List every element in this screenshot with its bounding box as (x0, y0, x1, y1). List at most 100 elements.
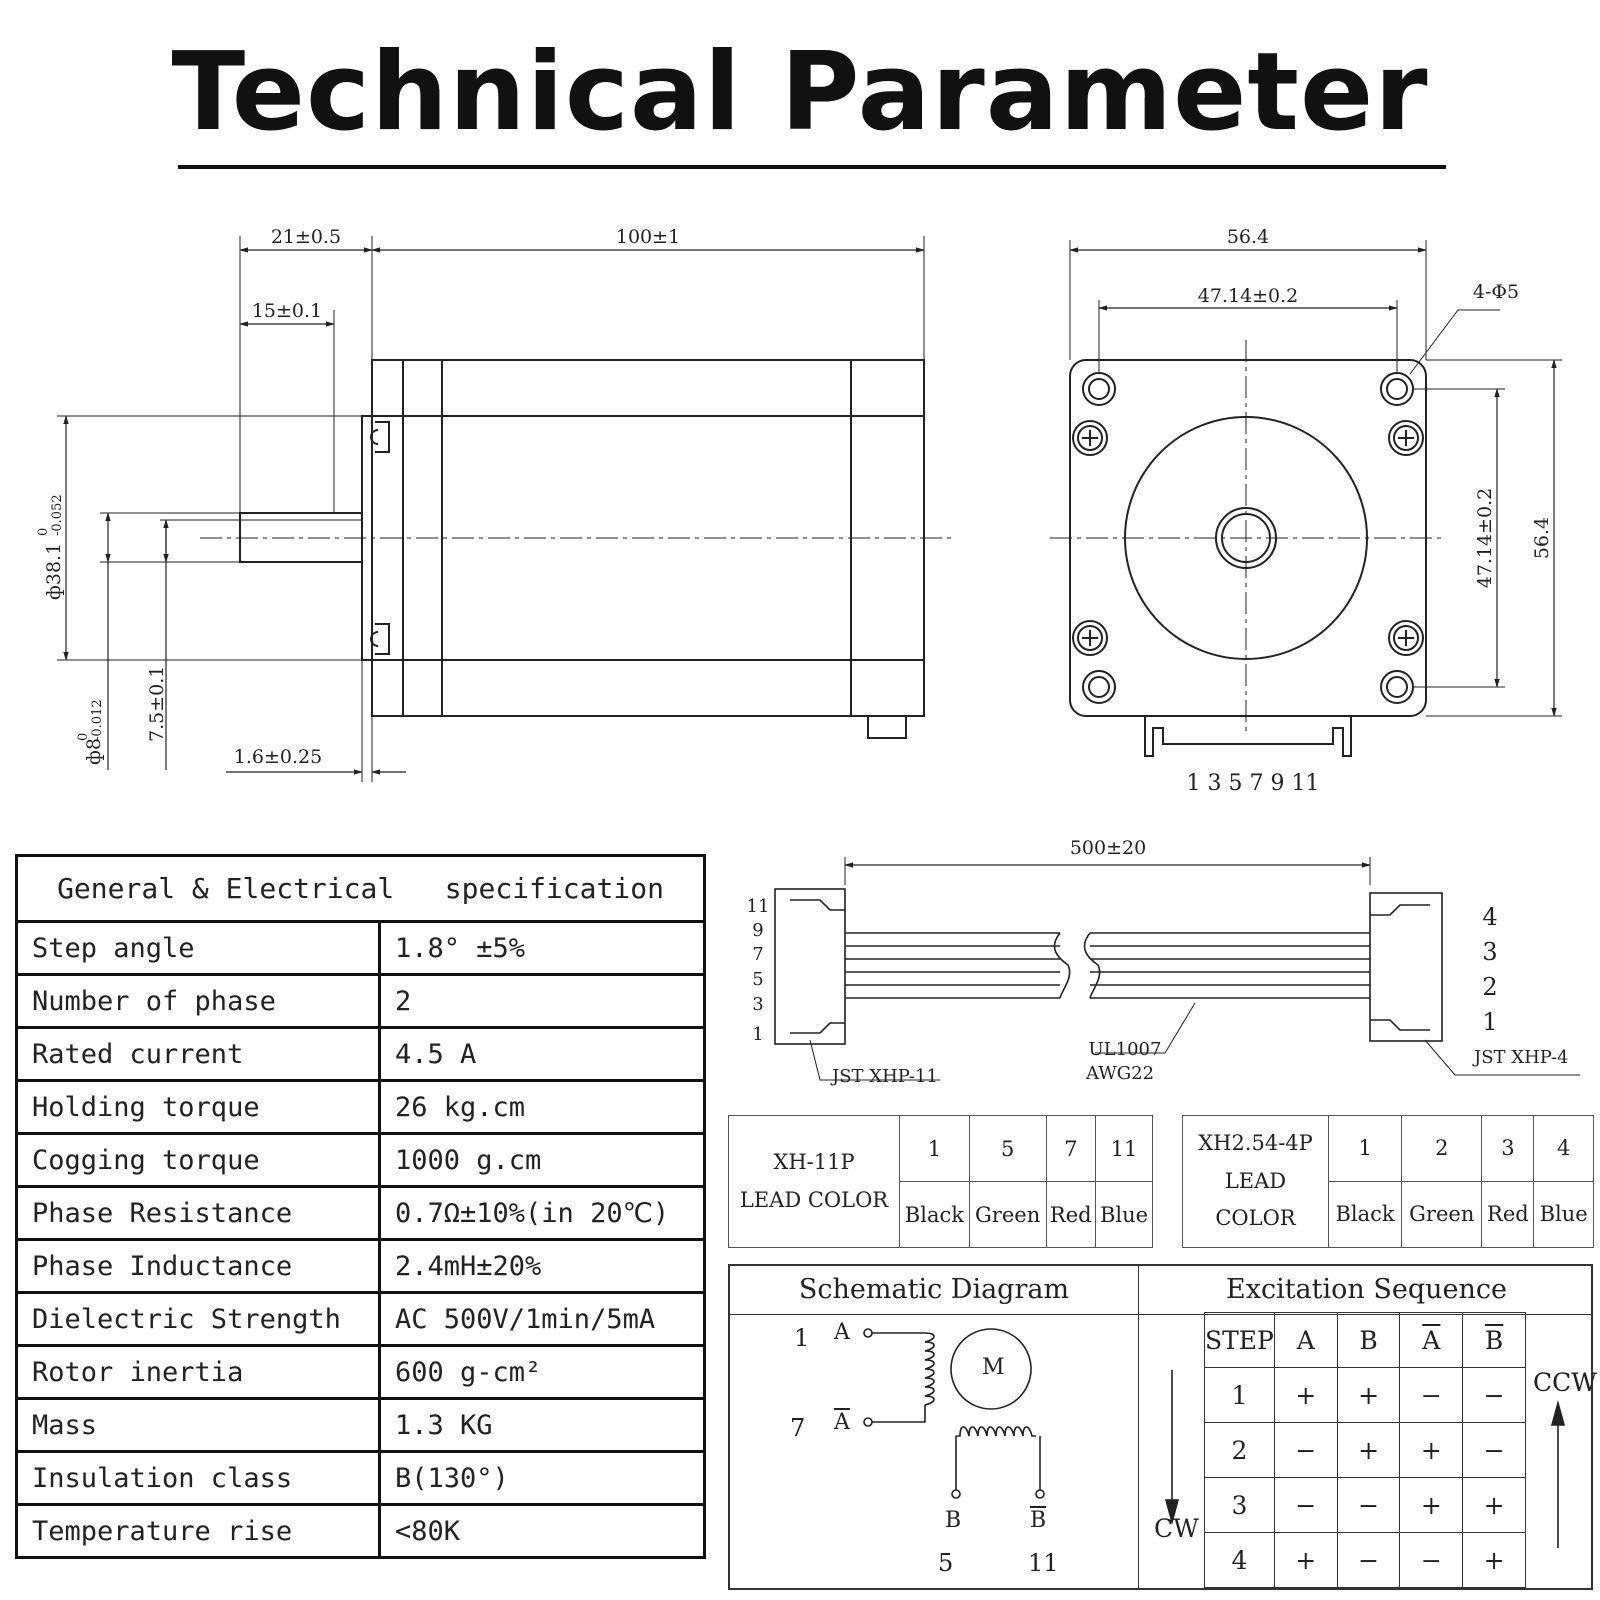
right-connector-body (1369, 892, 1443, 1042)
right-connector-label: JST XHP-4 (1472, 1047, 1568, 1068)
spec-label: Cogging torque (15, 1132, 381, 1188)
right-pin-2: 2 (1482, 973, 1497, 1001)
left-pin-3: 3 (752, 994, 763, 1015)
lead-table-4p: XH2.54-4P LEAD COLOR 1 2 3 4 Black Green… (1182, 1115, 1594, 1249)
header-a: A (1273, 1312, 1338, 1368)
pin-b-label: B (945, 1508, 962, 1533)
spec-header: General & Electrical specification (15, 854, 706, 923)
lead-color-row: Black Green Red Blue (729, 1181, 1153, 1248)
left-pin-7: 7 (752, 944, 763, 965)
lead-4p-name: XH2.54-4P (1198, 1130, 1313, 1155)
spec-label: Phase Resistance (15, 1185, 381, 1241)
spec-value: 2.4mH±20% (378, 1238, 706, 1294)
dim-holes: 4-Φ5 (1473, 281, 1519, 303)
lead-11p-caption: LEAD COLOR (739, 1187, 889, 1212)
phase-cell: + (1462, 1477, 1526, 1533)
header-b-bar: B (1462, 1312, 1526, 1368)
dim-15: 15±0.1 (252, 300, 322, 322)
dim-21: 21±0.5 (271, 226, 341, 248)
page-title: Technical Parameter (171, 30, 1429, 155)
lead-color-row: Black Green Red Blue (1183, 1180, 1594, 1249)
dim-47-14-h: 47.14±0.2 (1474, 488, 1496, 589)
lead-color-cell: Black (1327, 1180, 1403, 1249)
pin-a-number: 1 (794, 1324, 810, 1352)
front-pin-numbers: 1 3 5 7 9 11 (1187, 771, 1320, 796)
dim-100: 100±1 (616, 226, 680, 248)
pin-abar-label: A (834, 1410, 850, 1435)
lead-pin-cell: 3 (1481, 1115, 1535, 1182)
table-row: Temperature rise<80K (15, 1503, 706, 1559)
right-pin-labels: 4 3 2 1 (1482, 903, 1497, 1036)
dim-56-4-h: 56.4 (1531, 517, 1553, 559)
dim-1-6: 1.6±0.25 (234, 746, 322, 768)
lead-pin-cell: 11 (1095, 1115, 1153, 1182)
pin-a-label: A (834, 1320, 850, 1345)
step-cell: 3 (1204, 1477, 1275, 1533)
cw-label: CW (1154, 1514, 1199, 1543)
spec-label: Rotor inertia (15, 1344, 381, 1400)
svg-text:ф8: ф8 (83, 738, 105, 765)
spec-label: Temperature rise (15, 1503, 381, 1559)
excitation-header-row: STEP A B A B (1204, 1312, 1526, 1368)
lead-color-cell: Green (1401, 1180, 1483, 1249)
svg-text:0: 0 (36, 528, 51, 536)
lead-color-cell: Red (1481, 1180, 1535, 1249)
right-pin-3: 3 (1482, 938, 1497, 966)
lead-pin-cell: 7 (1045, 1115, 1097, 1182)
left-connector-label: JST XHP-11 (830, 1066, 938, 1087)
lead-color-cell: Red (1045, 1181, 1097, 1248)
svg-text:-0.052: -0.052 (50, 494, 65, 536)
motor-circle (950, 1328, 1032, 1410)
table-row: 3 − − + + (1204, 1477, 1526, 1533)
spec-value: 26 kg.cm (378, 1079, 706, 1135)
step-cell: 2 (1204, 1422, 1275, 1478)
lead-color-cell: Black (899, 1181, 970, 1248)
dim-7-5: 7.5±0.1 (146, 666, 168, 742)
phase-cell: − (1399, 1367, 1464, 1423)
svg-text:-0.012: -0.012 (90, 699, 105, 741)
header-step: STEP (1204, 1312, 1275, 1368)
wire-type: UL1007 (1089, 1039, 1162, 1060)
right-wires (1083, 932, 1370, 999)
dim-phi38: ф38.1 0 -0.052 (36, 494, 65, 600)
lead-table-11p: XH-11P LEAD COLOR 1 5 7 11 Black Green R… (728, 1115, 1153, 1248)
dim-56-4-w: 56.4 (1227, 226, 1269, 248)
step-cell: 1 (1204, 1367, 1275, 1423)
table-row: 2 − + + − (1204, 1422, 1526, 1478)
lead-color-cell: Green (968, 1181, 1047, 1248)
lead-pin-row: XH2.54-4P LEAD COLOR 1 2 3 4 (1182, 1115, 1594, 1248)
spec-label: Insulation class (15, 1450, 381, 1506)
front-connector (1144, 716, 1352, 757)
schematic-drawing (863, 1328, 1045, 1499)
pin-bbar-number: 11 (1028, 1549, 1059, 1577)
pin-b-number: 5 (938, 1549, 954, 1577)
svg-text:ф38.1: ф38.1 (43, 543, 65, 600)
excitation-title: Excitation Sequence (1226, 1274, 1507, 1305)
left-connector-body (774, 888, 846, 1045)
spec-label: Phase Inductance (15, 1238, 381, 1294)
right-pin-1: 1 (1482, 1008, 1497, 1036)
spec-header-row: General & Electrical specification (15, 854, 706, 923)
step-cell: 4 (1204, 1532, 1275, 1588)
ccw-label: CCW (1533, 1368, 1597, 1397)
spec-label: Dielectric Strength (15, 1291, 381, 1347)
lead-pin-cell: 4 (1533, 1115, 1594, 1182)
cable-drawing (774, 857, 1580, 1081)
title-underline (178, 165, 1446, 169)
left-pin-11: 11 (747, 896, 770, 917)
left-pin-9: 9 (752, 920, 763, 941)
spec-value: <80K (378, 1503, 706, 1559)
phase-cell: + (1399, 1477, 1464, 1533)
panel-vertical-divider (1138, 1266, 1139, 1588)
left-pin-labels: 11 9 7 5 3 1 (747, 896, 770, 1045)
dim-47-14-w: 47.14±0.2 (1198, 285, 1299, 307)
spec-value: B(130°) (378, 1450, 706, 1506)
table-row: 1 + + − − (1204, 1367, 1526, 1423)
